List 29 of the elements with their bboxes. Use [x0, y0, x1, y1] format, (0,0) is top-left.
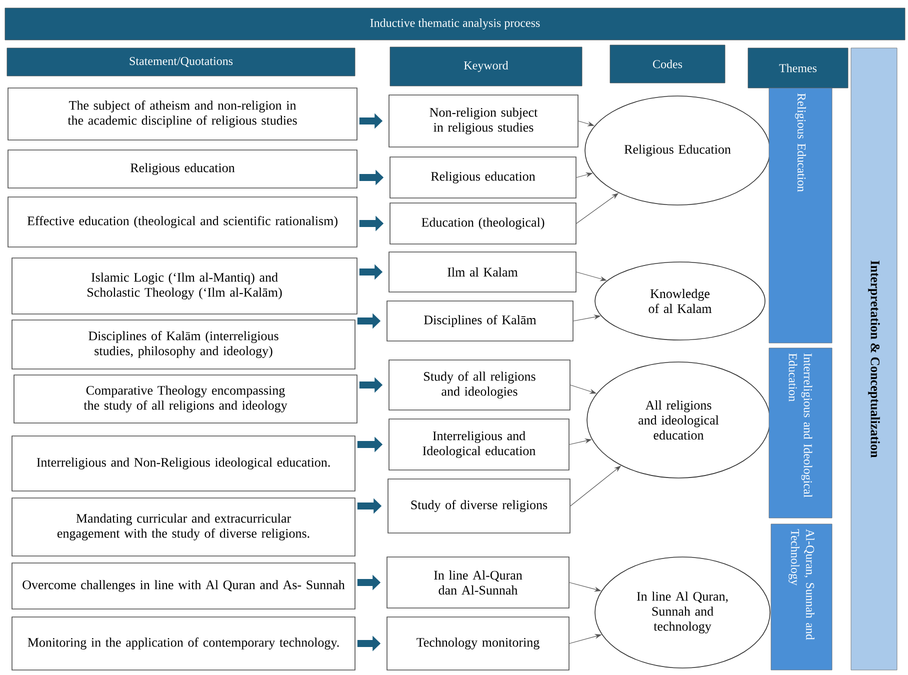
text-box: Religious education [390, 156, 576, 198]
text-box: Disciplines of Kalām [386, 300, 574, 342]
text-box: Interreligious and Ideological education [388, 418, 570, 470]
text-box: Technology monitoring [386, 616, 570, 670]
text-box: Effective education (theological and scientific rationalism) [8, 196, 358, 248]
title-banner: Inductive thematic analysis process [4, 8, 906, 40]
text-box: The subject of atheism and non-religion in the academic discipline of religious studies [8, 88, 358, 140]
text-box: Interreligious and Non-Religious ideological education. [12, 436, 356, 492]
text-box: Religious education [8, 150, 358, 188]
text-box: Comparative Theology encompassing the study of all religions and ideology [14, 374, 358, 424]
text-box: Monitoring in the application of contemporary technology. [12, 616, 356, 670]
text-box: Islamic Logic (‘Ilm al-Mantiq) and Scholastic Theology (‘Ilm al-Kalām) [12, 258, 358, 314]
theme-bar: Al-Quran, Sunnah and Technology [770, 524, 832, 670]
column-header: Keyword [390, 46, 582, 86]
text-box: Study of all religions and ideologies [388, 360, 570, 410]
text-box: Ilm al Kalam [388, 252, 576, 292]
text-box: Education (theological) [390, 202, 576, 244]
theme-bar: Religious Education [768, 88, 832, 344]
text-box: Non-religion subject in religious studies [388, 94, 578, 148]
column-header: Statement/Quotations [6, 48, 356, 76]
text-box: In line Al-Quran dan Al-Sunnah [386, 556, 570, 608]
text-box: Disciplines of Kalām (interreligious studies, philosophy and ideology) [12, 320, 356, 370]
text-box: Mandating curricular and extracurricular engagement with the study of diverse religions. [12, 498, 356, 556]
interpretation-bar: Interpretation & Conceptualization [850, 48, 898, 670]
column-header: Codes [610, 44, 726, 84]
text-box: Overcome challenges in line with Al Quran and As- Sunnah [12, 562, 356, 610]
column-header: Themes [748, 48, 848, 88]
theme-bar: Interreligious and Ideological Education [768, 348, 832, 518]
text-box: Study of diverse religions [388, 478, 570, 534]
